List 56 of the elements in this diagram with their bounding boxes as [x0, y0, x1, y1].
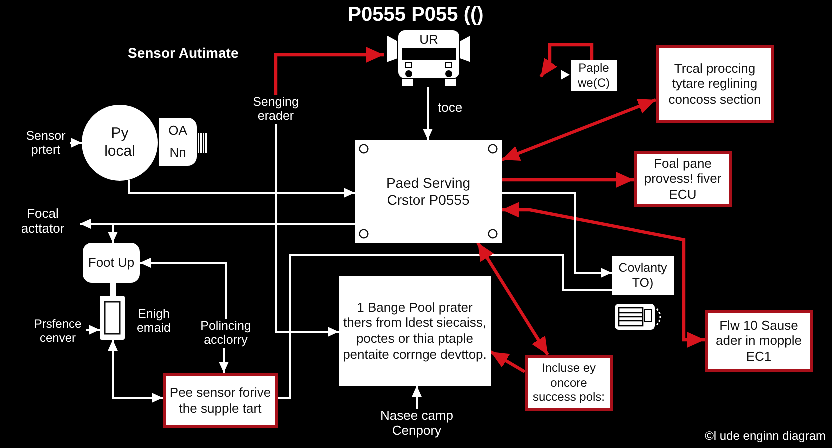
arrow	[108, 340, 163, 403]
process-box	[339, 276, 491, 386]
arrow	[70, 138, 82, 148]
box-text: Paed Serving Crstor P0555	[385, 174, 472, 208]
process-box	[83, 243, 140, 283]
arrow	[108, 223, 355, 243]
text-label: Nasee camp Cenpory	[376, 409, 458, 439]
arrow	[540, 43, 594, 78]
process-box	[163, 373, 278, 428]
arrow	[476, 242, 550, 356]
arrow	[412, 386, 422, 409]
circle-text: Py local	[104, 125, 136, 161]
text-label: Prsfence cenver	[30, 318, 86, 346]
box-text: 1 Bange Pool prater thers from ldest siecaiss, poctes or thia ptaple pentaite corrnge devttop.	[342, 300, 488, 362]
arrow	[140, 258, 227, 319]
device-drawing	[100, 296, 125, 340]
arrow	[502, 202, 705, 348]
text-label: Sensor prtert	[22, 129, 70, 158]
box-text: Pee sensor forive the supple tart	[169, 384, 272, 416]
process-box	[525, 355, 613, 411]
arrow	[128, 180, 355, 198]
caption: ©l ude enginn diagram	[705, 429, 826, 443]
process-box	[656, 45, 774, 123]
text-label: Senging erader	[248, 95, 304, 124]
arrow	[502, 172, 634, 188]
box-text: Incluse ey oncore success pols:	[532, 361, 606, 405]
box-text: Foot Up	[88, 255, 135, 271]
process-box	[571, 60, 617, 91]
arrow	[274, 47, 384, 95]
box-text: Covlanty TO)	[618, 260, 668, 290]
title: P0555 P055 (()	[348, 4, 484, 27]
box-text: Trcal proccing tytare reglining concoss section	[668, 60, 762, 108]
connector-line	[278, 254, 612, 399]
process-box	[634, 151, 732, 207]
bus-sign-text: UR	[420, 32, 438, 48]
arrow	[86, 325, 100, 335]
box-text: Flw 10 Sause ader in mopple EC1	[715, 318, 803, 364]
connector-block	[159, 118, 197, 166]
connector-text: OA	[168, 123, 188, 139]
arrow	[275, 124, 339, 337]
process-box	[705, 310, 813, 372]
section-label: Sensor Autimate	[128, 45, 239, 61]
process-box	[355, 140, 502, 243]
arrow	[219, 348, 229, 373]
caption-text: Enigh emaid	[136, 307, 172, 336]
arrow	[501, 98, 657, 162]
process-box	[612, 256, 674, 295]
connector-text: Nn	[170, 145, 186, 161]
text-label: Polincing acclorry	[195, 319, 257, 348]
arrow	[490, 350, 526, 374]
text-label: Focal acttator	[6, 207, 80, 237]
arrow	[502, 192, 612, 278]
box-text: Paple we(C)	[577, 61, 611, 90]
arrow	[423, 87, 433, 140]
connector-line	[110, 283, 116, 296]
box-text: Foal pane provess! fiver ECU	[643, 156, 723, 202]
